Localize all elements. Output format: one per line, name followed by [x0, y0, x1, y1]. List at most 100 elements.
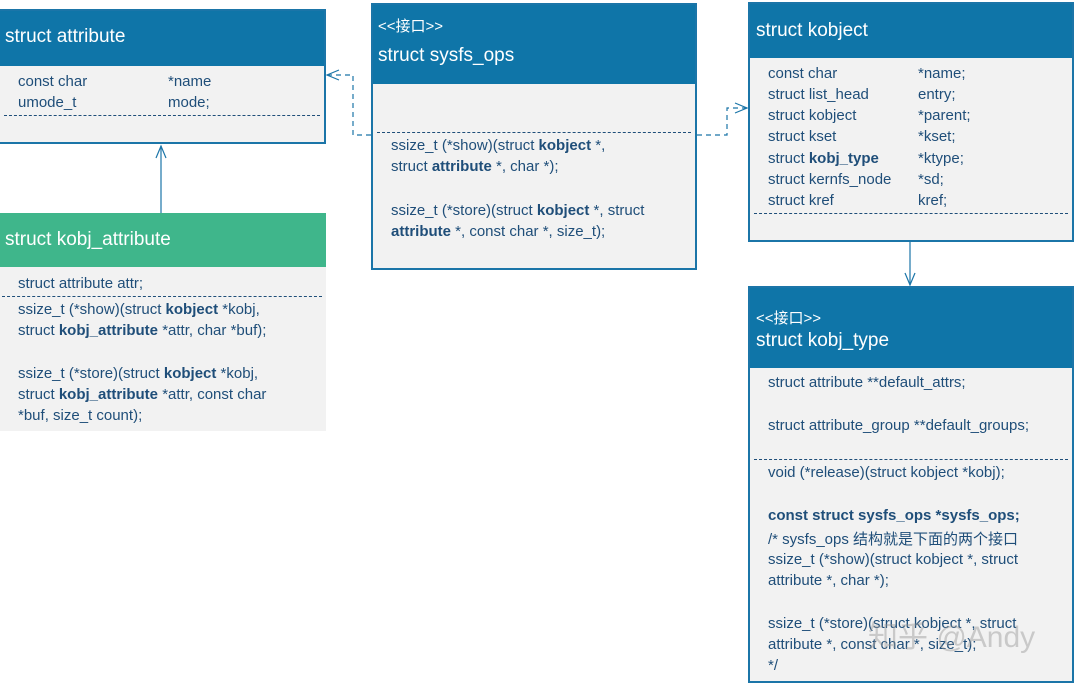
kobj-attribute-store-line1: ssize_t (*store)(struct kobject *kobj, — [18, 365, 258, 382]
text: ssize_t (*store)(struct — [391, 202, 537, 219]
kobj-attribute-store-line3: *buf, size_t count); — [18, 407, 143, 424]
text-bold: const struct sysfs_ops *sysfs_ops; — [768, 507, 1020, 524]
text: *, const char *, size_t); — [451, 223, 606, 240]
field-name: mode; — [168, 94, 210, 111]
sysfs-ops-store-line1: ssize_t (*store)(struct kobject *, struc… — [391, 202, 644, 219]
field-name: *ktype; — [918, 150, 964, 167]
kobject-field-ktype: struct kobj_type *ktype; — [768, 150, 964, 167]
kobj-type-title: struct kobj_type — [756, 330, 890, 351]
kobj-type-release: void (*release)(struct kobject *kobj); — [768, 464, 1005, 481]
stereotype-label: <<接口>> — [756, 310, 822, 327]
text: *, struct — [589, 202, 645, 219]
text-bold: kobj_attribute — [58, 322, 159, 339]
kobj-type-store-line1: ssize_t (*store)(struct kobject *, struc… — [768, 615, 1017, 632]
kobj-type-sysfs-ops: const struct sysfs_ops *sysfs_ops; — [768, 507, 1020, 524]
field-type: struct kref — [768, 192, 834, 209]
section-divider — [2, 296, 322, 297]
text: *attr, char *buf); — [158, 322, 267, 339]
sysfs-ops-class-box: <<接口>> struct sysfs_ops ssize_t (*show)(… — [371, 3, 697, 270]
sysfs-ops-show-line1: ssize_t (*show)(struct kobject *, — [391, 137, 605, 154]
section-divider — [754, 459, 1068, 460]
field-name: *name; — [918, 65, 966, 82]
field-type: struct — [768, 150, 809, 167]
kobj-attribute-field-attr: struct attribute attr; — [18, 275, 144, 292]
field-type: struct kernfs_node — [768, 171, 892, 188]
kobject-title: struct kobject — [756, 20, 868, 41]
kobj-type-comment: /* sysfs_ops 结构就是下面的两个接口 — [768, 531, 1019, 548]
field-name: *name — [168, 73, 212, 90]
sysfs-ops-title: struct sysfs_ops — [378, 45, 515, 66]
kobject-field-entry: struct list_head entry; — [768, 86, 956, 103]
field-type: struct kobject — [768, 107, 857, 124]
text: *, char *); — [491, 158, 559, 175]
kobj-attribute-class-box: struct kobj_attribute struct attribute a… — [0, 213, 326, 431]
text-bold: attribute — [431, 158, 492, 175]
watermark: 知乎 @Andy — [868, 621, 1036, 654]
text: *, — [591, 137, 606, 154]
text: ssize_t (*store)(struct — [18, 365, 164, 382]
attribute-header: struct attribute — [0, 11, 324, 66]
kobject-field-kset: struct kset *kset; — [768, 128, 956, 145]
kobj-attribute-show-line2: struct kobj_attribute *attr, char *buf); — [18, 322, 266, 339]
text: ssize_t (*show)(struct — [18, 301, 166, 318]
kobject-field-parent: struct kobject *parent; — [768, 107, 971, 124]
kobj-attribute-show-line1: ssize_t (*show)(struct kobject *kobj, — [18, 301, 260, 318]
kobject-field-kref: struct kref kref; — [768, 192, 947, 209]
kobj-type-store-line2: attribute *, const char *, size_t); — [768, 636, 977, 653]
field-type-bold: kobj_type — [808, 150, 879, 167]
kobject-header: struct kobject — [750, 4, 1072, 58]
kobj-type-show-line2: attribute *, char *); — [768, 572, 889, 589]
text-bold: kobject — [165, 301, 219, 318]
field-name: kref; — [918, 192, 948, 209]
attribute-field-mode: umode_t mode; — [18, 94, 210, 111]
kobj-type-show-line1: ssize_t (*show)(struct kobject *, struct — [768, 551, 1019, 568]
text-bold: kobject — [163, 365, 217, 382]
text: struct — [18, 322, 59, 339]
kobj-type-class-box: <<接口>> struct kobj_type struct attribute… — [748, 286, 1074, 683]
field-type: const char — [18, 73, 88, 90]
section-divider — [754, 213, 1068, 214]
attribute-class-box: struct attribute const char *name umode_… — [0, 9, 326, 144]
kobject-field-name: const char *name; — [768, 65, 966, 82]
text-bold: kobject — [536, 202, 590, 219]
text: *attr, const char — [158, 386, 267, 403]
kobject-class-box: struct kobject const char *name; struct l… — [748, 2, 1074, 242]
field-type: const char — [768, 65, 838, 82]
sysfs-ops-store-line2: attribute *, const char *, size_t); — [391, 223, 605, 240]
kobj-attribute-header: struct kobj_attribute — [0, 213, 326, 267]
field-name: *sd; — [918, 171, 944, 188]
sysfs-ops-show-line2: struct attribute *, char *); — [391, 158, 559, 175]
attribute-title: struct attribute — [5, 26, 126, 47]
text: *kobj, — [218, 301, 260, 318]
kobj-type-default-attrs: struct attribute **default_attrs; — [768, 374, 966, 391]
text-bold: kobject — [538, 137, 592, 154]
kobject-field-sd: struct kernfs_node *sd; — [768, 171, 944, 188]
text-bold: kobj_attribute — [58, 386, 159, 403]
kobj-type-header: <<接口>> struct kobj_type — [750, 288, 1072, 368]
dependency-connector-kobject — [697, 102, 749, 136]
attribute-field-name: const char *name — [18, 73, 211, 90]
text-bold: attribute — [391, 223, 451, 240]
kobj-attribute-title: struct kobj_attribute — [5, 229, 171, 250]
field-type: struct kset — [768, 128, 837, 145]
inheritance-connector — [155, 144, 167, 213]
text: *kobj, — [216, 365, 259, 382]
field-type: struct list_head — [768, 86, 869, 103]
sysfs-ops-header: <<接口>> struct sysfs_ops — [373, 5, 695, 84]
kobj-attribute-store-line2: struct kobj_attribute *attr, const char — [18, 386, 266, 403]
field-type: umode_t — [18, 94, 77, 111]
field-name: entry; — [918, 86, 956, 103]
kobj-type-comment-end: */ — [768, 657, 779, 674]
association-connector — [904, 242, 916, 287]
dependency-connector-attribute — [325, 69, 371, 136]
field-name: *kset; — [918, 128, 956, 145]
section-divider — [377, 132, 691, 133]
text: ssize_t (*show)(struct — [391, 137, 539, 154]
text: struct — [391, 158, 432, 175]
field-name: *parent; — [918, 107, 971, 124]
text: struct — [18, 386, 59, 403]
section-divider — [4, 115, 320, 116]
kobj-type-default-groups: struct attribute_group **default_groups; — [768, 417, 1029, 434]
stereotype-label: <<接口>> — [378, 18, 444, 35]
